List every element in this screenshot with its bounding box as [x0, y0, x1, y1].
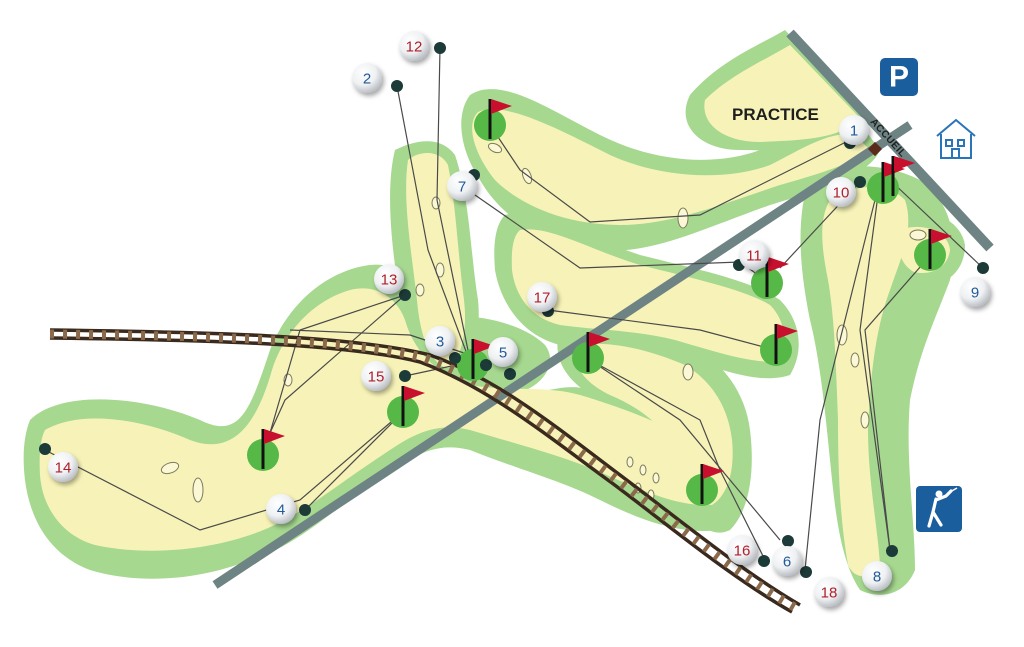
hole-number: 10 [833, 185, 850, 202]
tee-markers [39, 42, 989, 578]
hole-ball-16: 16 [727, 535, 757, 565]
hole-ball-5: 5 [488, 337, 518, 367]
golf-ball-icon [527, 282, 557, 312]
golf-ball-icon [488, 337, 518, 367]
golfer-icon [916, 486, 962, 532]
hole-number: 11 [746, 248, 762, 265]
hole-ball-18: 18 [814, 577, 844, 607]
golf-ball-icon [352, 63, 382, 93]
golf-ball-icon [839, 115, 869, 145]
golf-ball-icon [727, 535, 757, 565]
golf-ball-icon [862, 561, 892, 591]
hole-number: 4 [277, 502, 285, 519]
practice-label: PRACTICE [732, 105, 819, 124]
flag-icon [586, 332, 610, 372]
golf-ball-icon [447, 171, 477, 201]
hole-ball-9: 9 [960, 277, 990, 307]
golf-ball-icon [826, 177, 856, 207]
hole-number: 1 [850, 123, 858, 140]
golf-ball-icon [361, 361, 391, 391]
hole-ball-11: 11 [739, 240, 769, 270]
golf-ball-icon [266, 494, 296, 524]
flag-icon [700, 464, 724, 504]
hole-ball-12: 12 [399, 31, 429, 61]
hole-number: 9 [971, 285, 979, 302]
flag-icon [401, 386, 425, 426]
golf-ball-icon [48, 452, 78, 482]
hole-number: 7 [458, 179, 466, 196]
hole-ball-3: 3 [425, 326, 455, 356]
flag-icon [928, 229, 952, 269]
flag-icon [488, 99, 512, 139]
play-lines [44, 47, 984, 571]
hole-number: 3 [436, 334, 444, 351]
hole-number: 16 [734, 543, 751, 560]
hole-ball-7: 7 [447, 171, 477, 201]
hole-number: 15 [368, 369, 385, 386]
hole-ball-6: 6 [772, 546, 802, 576]
hole-number: 6 [783, 554, 791, 571]
hole-number: 18 [821, 585, 838, 602]
hole-ball-13: 13 [374, 264, 404, 294]
hole-number: 8 [873, 569, 881, 586]
hole-ball-4: 4 [266, 494, 296, 524]
flag-icon [471, 339, 495, 379]
hole-ball-10: 10 [826, 177, 856, 207]
hole-number: 14 [55, 460, 72, 477]
parking-icon: P [880, 58, 918, 96]
golf-ball-icon [739, 240, 769, 270]
flag-icon [261, 429, 285, 469]
flag-icon [774, 324, 798, 364]
hole-ball-14: 14 [48, 452, 78, 482]
hole-number: 17 [534, 290, 551, 307]
hole-ball-17: 17 [527, 282, 557, 312]
golf-ball-icon [425, 326, 455, 356]
golf-ball-icon [814, 577, 844, 607]
hole-number: 13 [381, 272, 398, 289]
accueil-marker [867, 141, 883, 157]
hole-ball-1: 1 [839, 115, 869, 145]
golf-ball-icon [772, 546, 802, 576]
hole-number: 2 [363, 71, 371, 88]
hole-ball-8: 8 [862, 561, 892, 591]
flag-icon [891, 156, 915, 196]
flag-icon [765, 257, 789, 297]
clubhouse-icon [936, 118, 976, 159]
main-road [212, 29, 994, 589]
railway [49, 328, 801, 614]
golf-ball-icon [399, 31, 429, 61]
hole-number: 12 [406, 39, 423, 56]
hole-ball-2: 2 [352, 63, 382, 93]
hole-number: 5 [499, 345, 507, 362]
parking-letter: P [889, 61, 909, 94]
hole-ball-15: 15 [361, 361, 391, 391]
golf-ball-icon [960, 277, 990, 307]
flags [261, 99, 952, 504]
golf-ball-icon [374, 264, 404, 294]
bunkers [160, 142, 927, 503]
